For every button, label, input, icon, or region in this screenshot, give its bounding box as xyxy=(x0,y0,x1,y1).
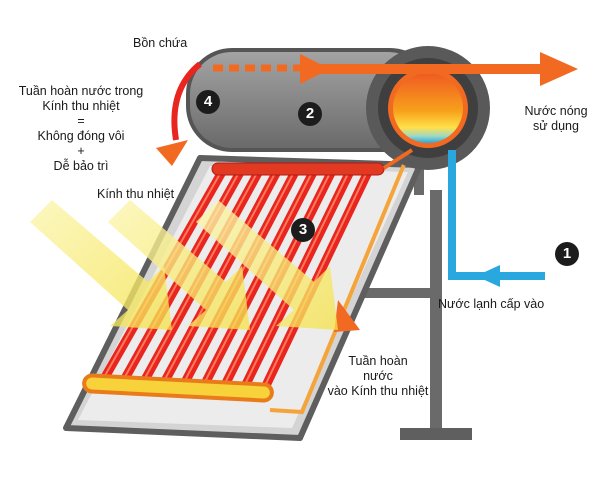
circulation-arrow-icon xyxy=(334,300,360,332)
badge-3: 3 xyxy=(291,218,315,242)
bottom-header-pipe xyxy=(82,373,274,403)
cold-water-arrow-icon xyxy=(448,150,545,287)
circulation-into-label: Tuần hoàn nước vào Kính thu nhiệt xyxy=(327,354,429,398)
tank-label: Bồn chứa xyxy=(133,36,188,50)
badge-1: 1 xyxy=(555,242,579,266)
sun-ray-icon xyxy=(108,200,250,330)
circulation-title: Tuần hoàn nước trong Kính thu nhiệt = Kh… xyxy=(18,84,144,173)
sun-rays xyxy=(30,200,338,330)
badge-4: 4 xyxy=(196,90,220,114)
collector-tube-highlight xyxy=(199,171,314,392)
riser-pipe xyxy=(382,148,414,170)
sun-ray-icon xyxy=(196,200,338,330)
left-circulation-arrow xyxy=(156,61,202,166)
return-pipe xyxy=(269,149,412,415)
hot-water-arrow-icon xyxy=(300,52,578,86)
hot-water-label: Nước nóng sử dụng xyxy=(524,104,588,133)
collector-label: Kính thu nhiệt xyxy=(97,187,175,201)
badge-2: 2 xyxy=(298,102,322,126)
top-manifold xyxy=(211,162,385,176)
cold-water-label: Nước lạnh cấp vào xyxy=(438,297,545,311)
sun-ray-icon xyxy=(30,200,172,330)
